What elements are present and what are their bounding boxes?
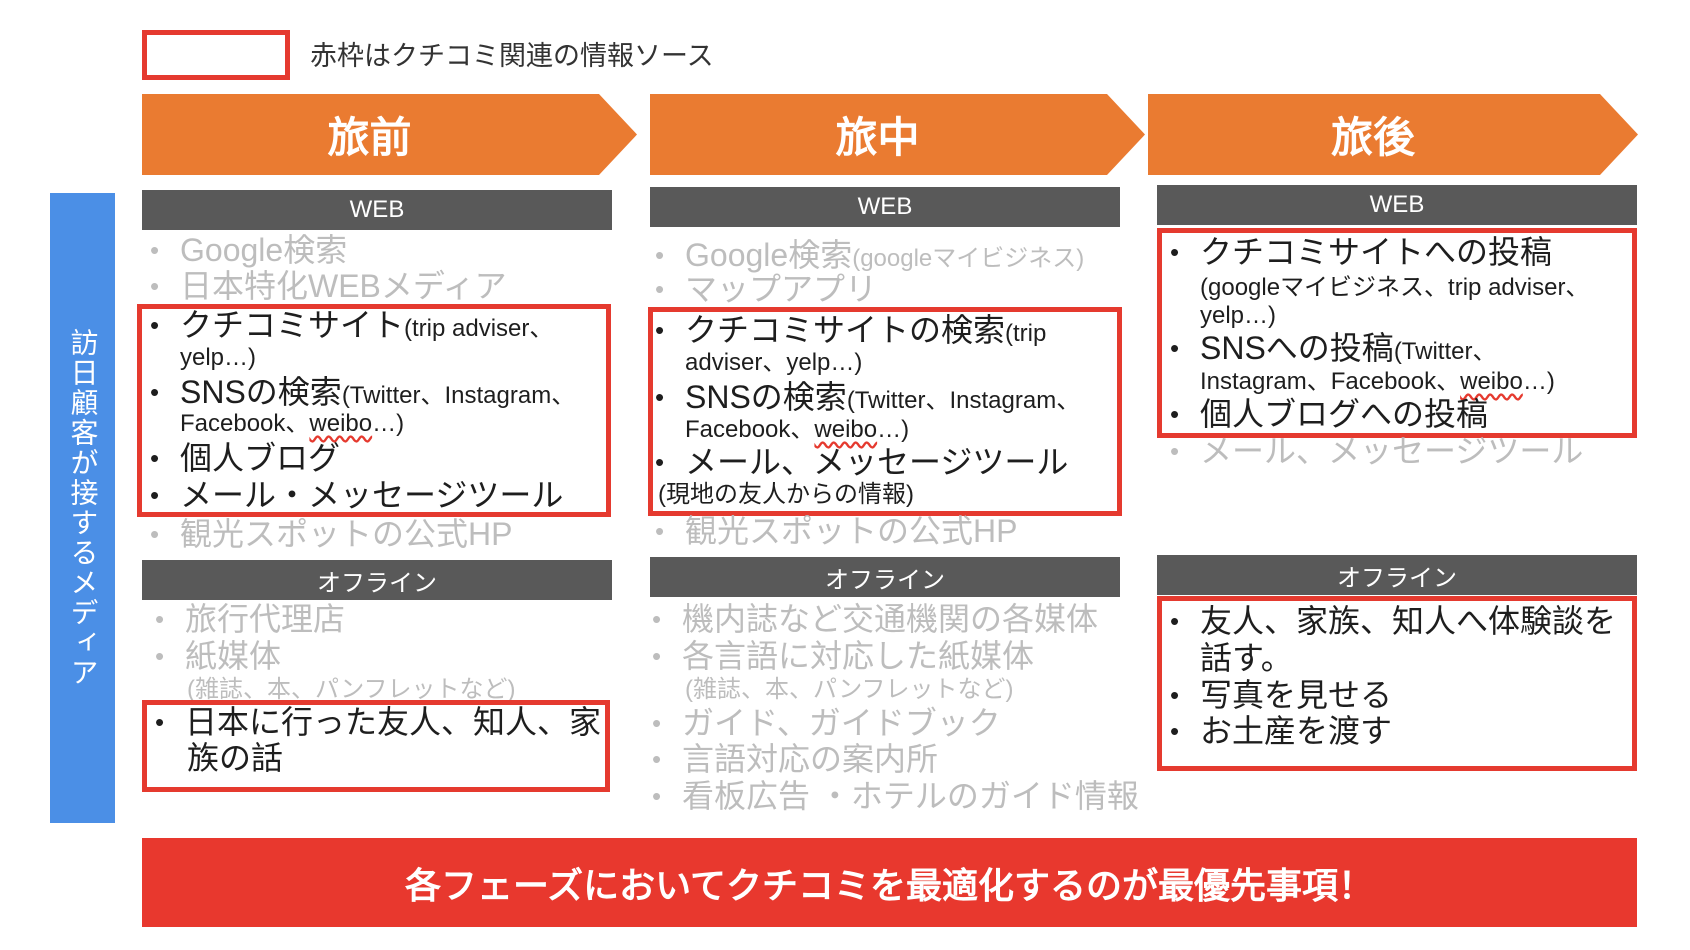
col2-review-item: •メール、メッセージツール: [655, 444, 1069, 480]
col3-offline-review-item: •写真を見せる: [1170, 677, 1393, 713]
phase-during-label: 旅中: [835, 114, 920, 161]
phase-during-arrow: 旅中: [650, 94, 1145, 175]
col1-review-item: •個人ブログ: [150, 440, 341, 476]
legend-red-box: [142, 30, 290, 80]
col3-review-item-cont: yelp…): [1200, 302, 1277, 329]
col3-review-item: •クチコミサイトへの投稿: [1170, 234, 1553, 270]
col2-web-item: •観光スポットの公式HP: [655, 513, 1018, 549]
col1-web-item: •観光スポットの公式HP: [150, 516, 513, 552]
col1-review-box: [137, 304, 611, 517]
col3-review-item: •SNSへの投稿(Twitter、: [1170, 330, 1497, 366]
col1-review-item-cont: Facebook、weibo…): [180, 410, 405, 437]
col2-web-item: •マップアプリ: [655, 271, 878, 307]
col1-offline-item: •旅行代理店: [155, 601, 346, 637]
col2-offline-item: •機内誌など交通機関の各媒体: [652, 601, 1099, 637]
col3-review-item-cont: (googleマイビジネス、trip adviser、: [1200, 274, 1590, 301]
col2-offline-item: •ガイド、ガイドブック: [652, 705, 1001, 741]
col1-review-item: •クチコミサイト(trip adviser、: [150, 307, 554, 343]
col3-offline-review-item-cont: 話す。: [1200, 640, 1293, 676]
col2-review-item: •SNSの検索(Twitter、Instagram、: [655, 379, 1081, 415]
col1-offline-review-item-cont: 族の話: [187, 740, 284, 776]
col2-offline-item-cont: (雑誌、本、パンフレットなど): [685, 676, 1014, 703]
col1-offline-review-item: •日本に行った友人、知人、家: [155, 704, 602, 740]
side-label: 訪日顧客が接するメディア: [50, 193, 115, 823]
phase-after-label: 旅後: [1330, 114, 1415, 161]
col3-offline-review-item: •お土産を渡す: [1170, 713, 1393, 749]
col2-review-item-cont: Facebook、weibo…): [685, 416, 910, 443]
col3-offline-review-box: [1157, 596, 1637, 771]
col2-offline-header: オフライン: [650, 557, 1120, 597]
col1-offline-header: オフライン: [142, 560, 612, 600]
col2-review-item-cont: adviser、yelp…): [685, 349, 863, 376]
col1-web-item: •Google検索: [150, 232, 348, 268]
col2-offline-item: •各言語に対応した紙媒体: [652, 638, 1035, 674]
col1-review-item: •メール・メッセージツール: [150, 477, 564, 513]
col1-web-item: •日本特化WEBメディア: [150, 268, 507, 304]
legend-text: 赤枠はクチコミ関連の情報ソース: [310, 41, 714, 71]
col1-offline-item: •紙媒体: [155, 638, 282, 674]
col1-offline-item-cont: (雑誌、本、パンフレットなど): [187, 676, 516, 703]
col2-review-item-cont: (現地の友人からの情報): [658, 481, 914, 508]
col3-review-box: [1157, 228, 1637, 438]
col3-review-item-cont: Instagram、Facebook、weibo…): [1200, 368, 1555, 395]
col3-offline-header: オフライン: [1157, 555, 1637, 595]
col1-review-item-cont: yelp…): [180, 344, 257, 371]
col3-web-header: WEB: [1157, 185, 1637, 225]
priority-banner: 各フェーズにおいてクチコミを最適化するのが最優先事項！: [142, 838, 1637, 927]
col1-review-item: •SNSの検索(Twitter、Instagram、: [150, 374, 576, 410]
col2-web-item: •Google検索(googleマイビジネス): [655, 237, 1085, 273]
col3-review-item: •個人ブログへの投稿: [1170, 396, 1489, 432]
col2-offline-item: •言語対応の案内所: [652, 741, 939, 777]
phase-before-arrow: 旅前: [142, 94, 637, 175]
col3-web-item: •メール、メッセージツール: [1170, 433, 1584, 469]
phase-before-label: 旅前: [327, 114, 412, 161]
col1-offline-review-box: [142, 700, 610, 792]
col2-offline-item: •看板広告 ・ホテルのガイド情報: [652, 778, 1139, 814]
col3-offline-review-item: •友人、家族、知人へ体験談を: [1170, 603, 1617, 639]
col2-web-header: WEB: [650, 187, 1120, 227]
phase-after-arrow: 旅後: [1148, 94, 1638, 175]
col2-review-item: •クチコミサイトの検索(trip: [655, 312, 1047, 348]
col1-web-header: WEB: [142, 190, 612, 230]
col2-review-box: [648, 307, 1122, 516]
